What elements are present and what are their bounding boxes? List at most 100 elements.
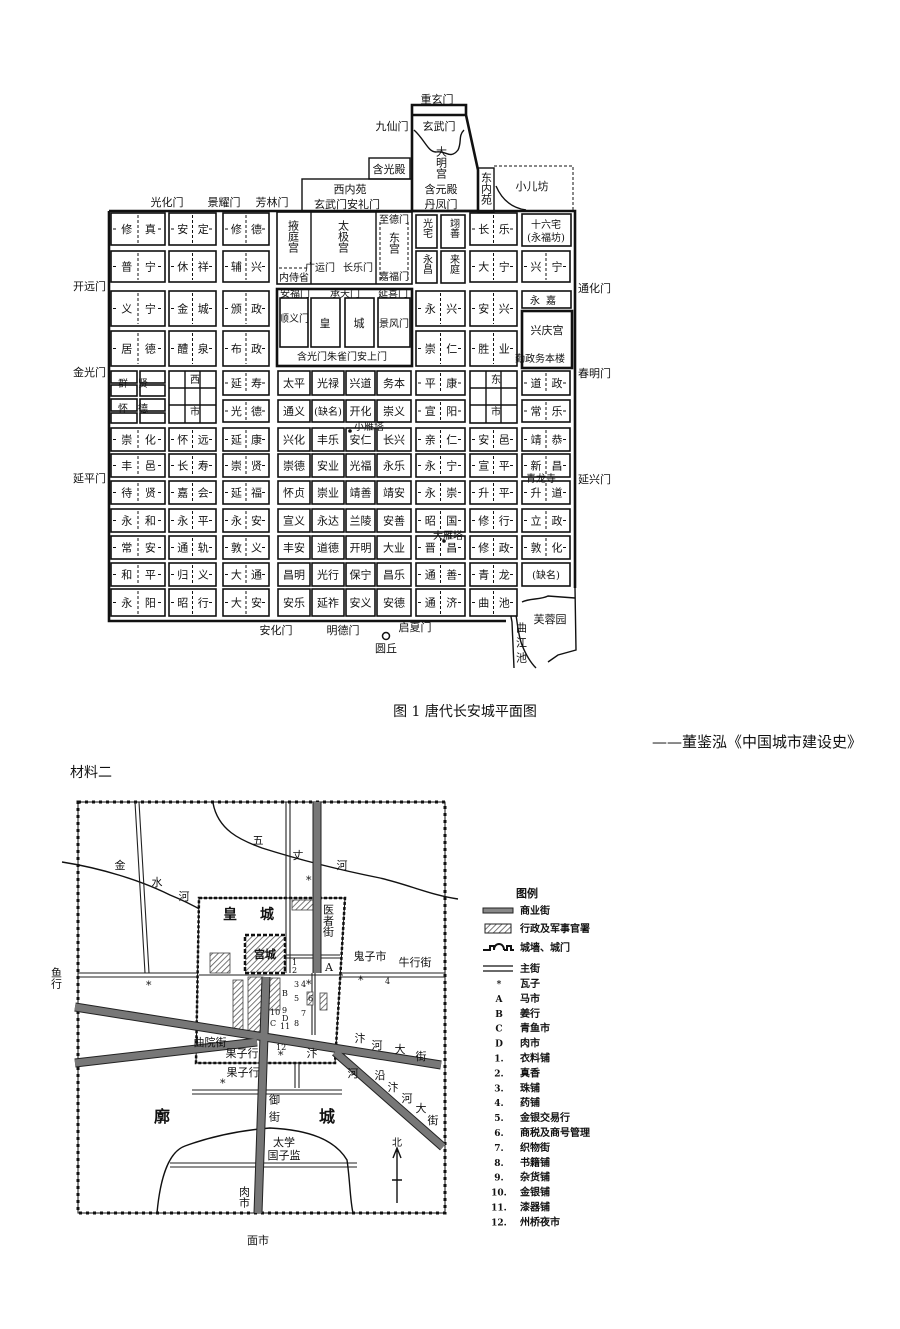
imperial-block [377, 297, 411, 348]
ward-cell: 光禄 [311, 370, 345, 396]
gate-jinguang: 金光门 [73, 365, 106, 379]
ward-name: (缺名) [532, 569, 560, 582]
legend-symbol: 2. [494, 1069, 503, 1079]
ward-name-char: 普 [121, 260, 132, 274]
ward-cell: 晋昌晋昌 [415, 535, 466, 560]
ward-name: 长兴 [383, 434, 405, 447]
ward-cell: 青龙青龙 [469, 562, 518, 587]
ward-name-char: 崇 [425, 343, 436, 356]
ward-cell: 怀远怀远 [168, 427, 217, 452]
hanyuan-hall-label: 含元殿 [425, 182, 458, 196]
west-market [168, 370, 217, 424]
legend-label: 衣料铺 [520, 1052, 550, 1065]
ward-name-char: 永 [425, 486, 436, 500]
ward-cell: 布政布政 [222, 330, 270, 367]
ward-name: 道德 [317, 541, 339, 555]
ward-cell: 道德 [311, 535, 345, 560]
ward-cell: 光德光德 [222, 399, 270, 423]
ward-cell: 靖安 [376, 480, 412, 505]
legend-symbol: * [497, 980, 502, 990]
ward-name-char: 和 [145, 515, 156, 528]
imperial-city-label-1: 皇 [223, 906, 237, 923]
ward-name-char: 善 [446, 568, 457, 582]
ward-cell: 丰安 [277, 535, 311, 560]
marker-12: 12 [276, 1043, 286, 1052]
legend-item: 1.衣料铺 [494, 1052, 550, 1065]
ward-yongchang: 永昌 [421, 253, 433, 275]
marker-11: 11 [280, 1022, 290, 1031]
marker-4: 4 [385, 977, 390, 986]
ward-name: 崇业 [317, 487, 339, 500]
imperial-city-label-1: 皇 [320, 316, 331, 330]
ward-name: 靖安 [383, 486, 405, 500]
yanbianhe-street-char: 沿 [375, 1069, 386, 1082]
ward-cell: 兴道 [345, 370, 376, 396]
ward-laiting: 来庭 [448, 254, 460, 275]
ward-cell: 金城金城 [168, 290, 217, 327]
legend-label: 书籍铺 [520, 1156, 550, 1169]
ward-name-char: 义 [121, 303, 132, 316]
ward-cell: 崇业 [311, 480, 345, 505]
ward-name-char: 轨 [198, 541, 209, 555]
ward-name-char: 宁 [145, 260, 156, 274]
xiaoerfang-label: 小儿坊 [516, 179, 549, 193]
ward-name-char: 安 [145, 541, 156, 555]
ward-cell [415, 214, 438, 249]
ward-name-char: 永 [231, 514, 242, 528]
legend-symbol: 7. [494, 1144, 503, 1154]
ward-cell [440, 214, 466, 249]
quyuan-street-label: 曲院街 [194, 1035, 227, 1049]
legend-item: 商业街 [520, 904, 550, 917]
xiaoerfang-curve [495, 185, 527, 211]
ward-cell: 居德居德 [110, 330, 166, 367]
ward-name: 崇义 [383, 405, 405, 418]
admin-office-areas [209, 899, 328, 1038]
legend-item: *瓦子 [497, 978, 540, 990]
ward-cell: 永崇永崇 [415, 480, 466, 505]
ward-cell: (缺名) [521, 562, 571, 587]
ward-cell: 通轨通轨 [168, 535, 217, 560]
ward-name-char: 乐 [499, 223, 510, 236]
legend-item: 5.金银交易行 [494, 1111, 570, 1124]
ward-cell: 亲仁亲仁 [415, 427, 466, 452]
legend-label: 青鱼市 [520, 1022, 550, 1035]
legend-symbol: 10. [491, 1189, 507, 1199]
hanguang-hall-label: 含光殿 [373, 162, 406, 176]
wazi-marker: * [306, 874, 312, 887]
ward-cell: 安德 [376, 588, 412, 617]
meat-market-label: 肉市 [238, 1186, 251, 1209]
taiji-palace-label: 太极宫 [337, 220, 350, 254]
ward-name-char: 升 [478, 487, 489, 500]
gate-anfu: 安福门 [280, 287, 310, 300]
legend-symbol: 12. [491, 1218, 507, 1228]
xiaoerfang-block [494, 165, 574, 212]
ward-cell [415, 250, 438, 284]
ward-cell: 道政道政 [521, 370, 571, 396]
ward-name-char: 嘉 [177, 486, 188, 500]
legend-label: 金银交易行 [519, 1111, 570, 1124]
ward-cell: 丰邑丰邑 [110, 453, 166, 478]
legend-symbol: 9. [494, 1174, 503, 1184]
ward-huaide: 怀德 [118, 402, 158, 415]
ward-cell: 靖善 [345, 480, 376, 505]
ward-cell: 保宁 [345, 562, 376, 587]
taixue-boundary [156, 1127, 354, 1214]
legend-label: 肉市 [520, 1037, 540, 1050]
ward-name: 昌乐 [383, 569, 405, 582]
ward-cell: 开明 [345, 535, 376, 560]
legend-item: 2.真香 [494, 1066, 540, 1079]
ward-name-char: 崇 [121, 434, 132, 447]
palace-city [243, 933, 287, 975]
legend-item: 行政及军事官署 [519, 922, 590, 935]
qinglong-temple-label: 青龙寺 [526, 472, 556, 485]
ward-cell: 永安永安 [222, 508, 270, 533]
gate-jingyao: 景耀门 [208, 195, 241, 209]
marker-3: 3 [294, 980, 299, 989]
ward-cell: 胜业胜业 [469, 330, 518, 367]
ward-name-char: 修 [231, 222, 242, 236]
outer-city-wall [107, 209, 577, 623]
ward-name-char: 祥 [198, 260, 209, 274]
ward-name-char: 丰 [121, 460, 132, 473]
ward-name-char: 金 [177, 302, 188, 316]
